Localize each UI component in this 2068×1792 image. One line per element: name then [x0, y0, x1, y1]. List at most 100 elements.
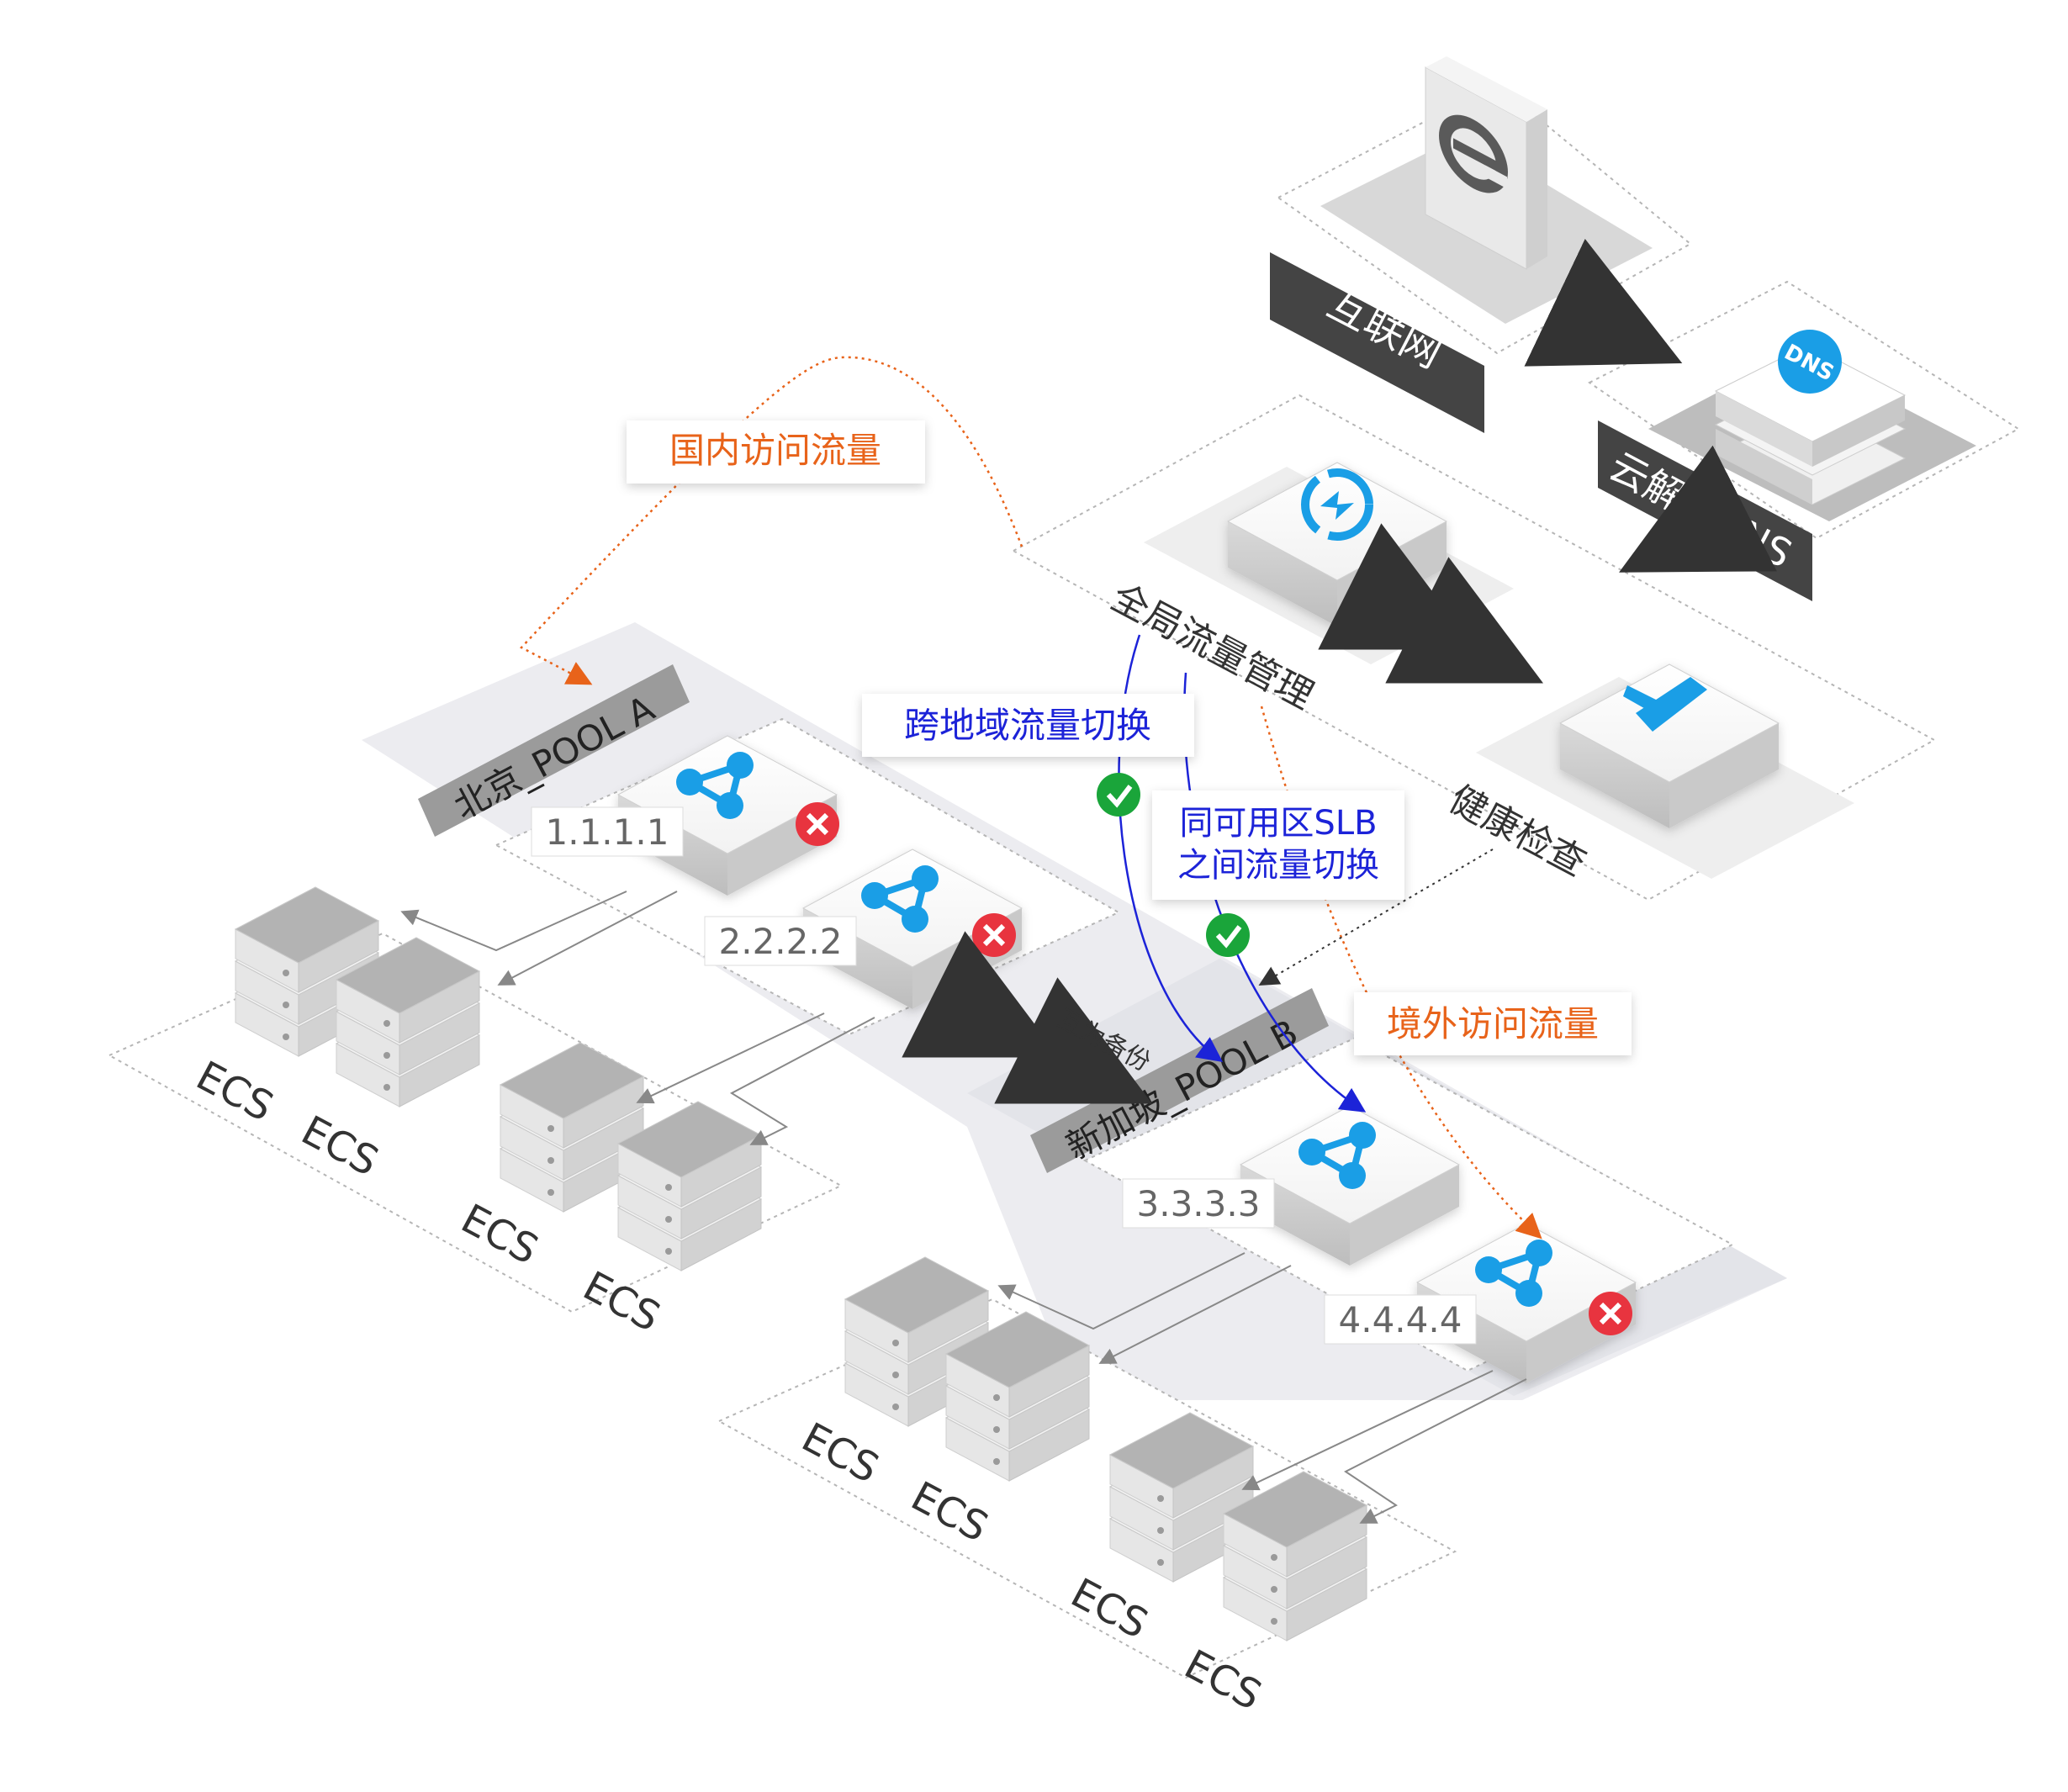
slb-1-network-icon-node-1	[676, 769, 703, 796]
ecs-server: ECS	[453, 1042, 645, 1274]
slb-2-network-icon-node-1	[861, 882, 888, 909]
connector-a-2	[497, 891, 678, 986]
health-box-right	[1669, 723, 1779, 828]
ecs-disk-top	[234, 886, 380, 964]
slb-2-network-icon-node-2	[912, 865, 939, 892]
ecs-disk-led	[665, 1184, 672, 1191]
slb-2-ip-box	[704, 916, 857, 966]
ie-browser-icon	[1439, 114, 1508, 193]
slb-3-network-icon-node-2	[1349, 1122, 1376, 1149]
ecs-disk-led	[993, 1394, 1000, 1401]
ecs-disk-led	[547, 1157, 554, 1164]
slb-1-ip-box	[531, 806, 684, 857]
ecs-disk-led	[892, 1372, 899, 1378]
ie-browser-icon-ring	[1439, 114, 1508, 193]
dns-gtm-arrow	[1619, 445, 1777, 573]
ok-icon-same-zone-circle	[1206, 913, 1250, 957]
slb-2-fail-icon	[972, 913, 1016, 957]
ecs-disk-led	[1271, 1618, 1277, 1625]
internet-banner	[1270, 252, 1484, 433]
slb-3-network-icon-node-3	[1339, 1162, 1366, 1189]
gtm-health-arrow-line	[1318, 523, 1544, 684]
callout-overseas: 境外访问流量	[1354, 992, 1632, 1055]
slb-4-fail-icon-cross	[1599, 1302, 1622, 1325]
internet-tower-top	[1425, 56, 1547, 122]
ecs-server: ECS	[903, 1311, 1091, 1551]
internet-tower-side	[1526, 109, 1547, 269]
ecs-disk-led	[665, 1216, 672, 1223]
callout-overseas-box	[1354, 992, 1632, 1055]
connector-b-1	[997, 1252, 1246, 1330]
internet-dns-arrow-line	[1524, 238, 1683, 367]
ecs-disk-led	[993, 1426, 1000, 1433]
slb-4-ip: 4.4.4.4	[1339, 1299, 1462, 1340]
slb-1-network-icon-node-3	[717, 792, 743, 819]
ecs-disk-top	[335, 937, 481, 1014]
callout-same-zone: 同可用区SLB 之间流量切换	[1152, 790, 1404, 900]
ecs-disk-led	[1157, 1527, 1164, 1534]
slb-3-ip-box	[1122, 1178, 1275, 1229]
slb-1-ip: 1.1.1.1	[546, 811, 669, 853]
callout-cross-region-text: 跨地域流量切换	[904, 705, 1151, 746]
callout-domestic-text: 国内访问流量	[669, 430, 881, 471]
slb-2-network-icon-node-3	[902, 906, 928, 933]
ecs-disk-led	[383, 1020, 390, 1027]
health-box-left	[1560, 723, 1669, 828]
ecs-disk-led	[383, 1084, 390, 1091]
health-check-icon-wing-2	[1623, 685, 1661, 711]
ok-icon-same-zone-check	[1215, 925, 1242, 949]
ecs-disk-led	[1157, 1559, 1164, 1566]
internet-dns-arrow	[1524, 238, 1683, 367]
connector-b-2	[1098, 1265, 1292, 1364]
slb-2-ip: 2.2.2.2	[719, 921, 843, 962]
connector-b-4	[1344, 1378, 1527, 1524]
ecs-server: ECS	[294, 937, 481, 1186]
health-check-icon	[1623, 677, 1707, 732]
ecs-disk-top	[944, 1311, 1091, 1388]
callout-same-zone-text-1: 同可用区SLB	[1179, 804, 1377, 843]
ecs-disk-led	[547, 1189, 554, 1196]
slb-4-fail-icon	[1589, 1292, 1632, 1335]
ecs-disk-led	[665, 1248, 672, 1255]
ok-icon-cross-region-circle	[1097, 773, 1140, 817]
pool-b: 新加坡_POOL B 3.3.3.3	[1030, 988, 1637, 1383]
slb-1-fail-icon	[796, 802, 839, 846]
slb-3-network-icon-node-1	[1298, 1139, 1325, 1166]
ecs-disk-led	[547, 1125, 554, 1132]
overseas-traffic-path	[1260, 706, 1542, 1240]
ecs-disk-led	[1271, 1554, 1277, 1561]
ecs-disk-led	[993, 1458, 1000, 1465]
slb-1-fail-icon-cross	[806, 812, 829, 836]
ecs-disk-top	[499, 1042, 645, 1119]
ie-browser-icon-cut	[1485, 165, 1507, 189]
slb-2-network-icon	[861, 865, 939, 933]
slb-3-right	[1350, 1165, 1459, 1266]
ok-icon-cross-region	[1097, 773, 1140, 817]
callout-overseas-text: 境外访问流量	[1387, 1003, 1599, 1044]
ecs-disk-top	[1108, 1412, 1255, 1489]
callout-same-zone-box	[1152, 790, 1404, 900]
slb-ecs-connectors	[400, 891, 1527, 1524]
dns-icon: DNS	[1778, 330, 1842, 394]
gtm-health-arrow	[1318, 523, 1544, 684]
ecs-disk-led	[283, 1002, 289, 1008]
slb-4-ip-box	[1324, 1294, 1477, 1345]
mutual-backup-arrow	[902, 931, 1153, 1104]
ecs-disk-led	[1157, 1495, 1164, 1502]
connector-b-3	[1241, 1370, 1494, 1491]
dns-icon-circle	[1778, 330, 1842, 394]
slb-4-network-icon-node-3	[1515, 1280, 1542, 1307]
ecs-server: ECS	[1063, 1412, 1255, 1648]
ok-icon-cross-region-check	[1106, 785, 1133, 808]
domestic-traffic-path	[519, 356, 1023, 685]
health-to-pool-path	[1258, 848, 1494, 986]
ecs-disk-top	[1222, 1471, 1368, 1548]
slb-4-network-icon-node-2	[1526, 1240, 1552, 1266]
pool-b-banner	[1030, 988, 1329, 1173]
slb-1-network-icon	[676, 752, 754, 819]
gtm-box-left	[1228, 521, 1337, 626]
health-box-top	[1558, 663, 1780, 783]
connector-a-3	[636, 1012, 825, 1104]
